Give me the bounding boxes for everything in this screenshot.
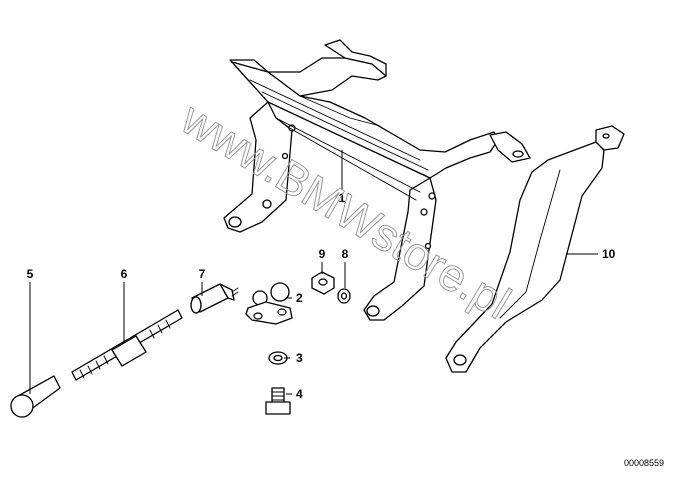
callout-2: 2 [296, 291, 303, 305]
part-3-washer [268, 351, 288, 365]
reference-number: 00008559 [624, 458, 664, 468]
callout-9: 9 [319, 247, 326, 261]
part-9-nut [311, 271, 335, 295]
leader-lines [29, 150, 598, 395]
callout-7: 7 [199, 267, 206, 281]
callout-4: 4 [296, 387, 303, 401]
callout-6: 6 [121, 267, 128, 281]
part-1-frame [223, 39, 531, 321]
part-4-bolt [265, 387, 291, 415]
callout-3: 3 [296, 351, 303, 365]
callout-1: 1 [339, 191, 346, 205]
part-6-threaded-rod [71, 309, 183, 381]
part-7-socket [190, 283, 239, 314]
part-2-ball-stud [245, 282, 293, 325]
part-5-knob [10, 375, 61, 418]
callout-8: 8 [342, 247, 349, 261]
part-10-side-bracket [445, 125, 625, 373]
callout-5: 5 [27, 267, 34, 281]
part-8-washer [337, 288, 351, 304]
callouts: 1 2 3 4 5 6 7 8 9 10 [27, 191, 616, 401]
callout-10: 10 [602, 247, 616, 261]
